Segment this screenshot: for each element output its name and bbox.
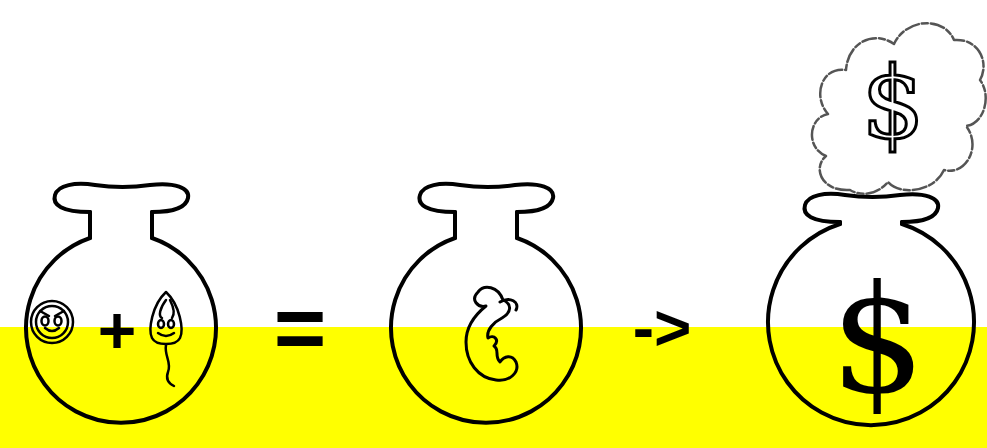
sperm-eye bbox=[158, 320, 164, 328]
flask-neck bbox=[90, 212, 152, 238]
sperm-eye bbox=[168, 320, 174, 328]
flask-neck bbox=[455, 212, 517, 238]
egg-inner bbox=[36, 306, 68, 338]
sperm-tail bbox=[166, 345, 174, 386]
flask-lip bbox=[804, 194, 938, 222]
arrow-sign: -> bbox=[633, 296, 692, 360]
plus-sign: + bbox=[98, 297, 137, 363]
flask bbox=[26, 184, 216, 423]
egg-cell bbox=[31, 301, 73, 343]
egg-outline bbox=[31, 301, 73, 343]
dollar-sign: $ bbox=[861, 54, 925, 154]
steam-cloud bbox=[812, 23, 986, 194]
flask-lip bbox=[54, 184, 188, 212]
flask-body bbox=[391, 238, 581, 423]
egg-face bbox=[40, 311, 64, 331]
sperm-smile bbox=[158, 333, 174, 336]
embryo bbox=[466, 287, 517, 380]
dollar-sign: $ bbox=[830, 265, 925, 415]
sperm-nucleus bbox=[160, 300, 174, 318]
sperm-head bbox=[151, 292, 182, 344]
flask bbox=[768, 194, 974, 425]
egg-eye bbox=[55, 317, 62, 326]
flask-neck bbox=[840, 222, 902, 224]
equals-sign: = bbox=[274, 283, 327, 373]
sperm-cell bbox=[151, 292, 182, 386]
egg-eye bbox=[42, 317, 49, 326]
flask bbox=[391, 184, 581, 423]
flask-lip bbox=[419, 184, 553, 212]
flask-body bbox=[26, 238, 216, 423]
flask-body bbox=[768, 224, 974, 425]
